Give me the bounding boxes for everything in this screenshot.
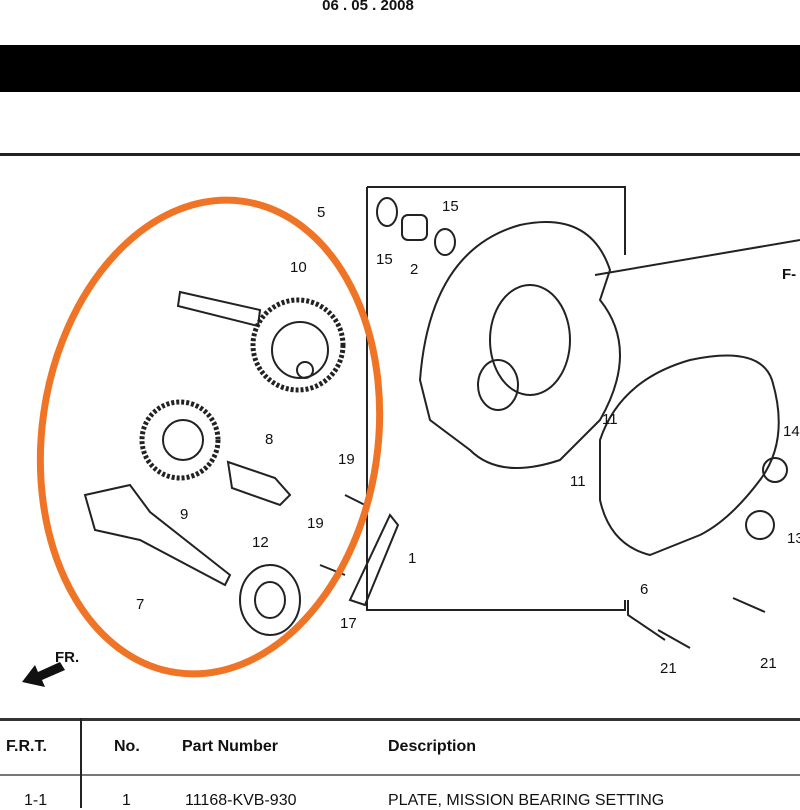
column-divider (80, 718, 82, 808)
column-header-description: Description (388, 738, 477, 755)
column-header-no: No. (114, 738, 140, 755)
callout: 21 (660, 660, 677, 677)
callout: 15 (442, 198, 459, 215)
callout: 7 (136, 596, 144, 613)
callout: 11 (570, 473, 586, 490)
parts-diagram: FR. 5 15 2 15 10 F- 11 11 14 13 8 19 19 … (22, 186, 800, 687)
header-bar (0, 45, 800, 92)
column-header-frt: F.R.T. (6, 738, 47, 755)
callout: 21 (760, 655, 777, 672)
callout: 6 (640, 581, 648, 598)
cell-frt: 1-1 (24, 792, 48, 809)
callout: 14 (783, 423, 800, 440)
callout: 13 (787, 530, 800, 547)
front-arrow-icon (22, 662, 65, 687)
callout: 19 (307, 515, 324, 532)
callout: 15 (376, 251, 393, 268)
cell-no: 1 (122, 792, 131, 809)
callout-labels: 5 15 2 15 10 F- 11 11 14 13 8 19 19 9 12… (136, 198, 800, 677)
table-top-border (0, 718, 800, 721)
callout: 19 (338, 451, 355, 468)
callout: 12 (252, 534, 269, 551)
header-border (0, 774, 800, 776)
callout: 2 (410, 261, 418, 278)
highlight-ellipse (36, 196, 384, 678)
cell-part-number: 11168-KVB-930 (185, 792, 297, 809)
parts-table: F.R.T. No. Part Number Description 1-1 1… (0, 718, 800, 809)
divider (0, 153, 800, 156)
crankcase-cover (418, 221, 621, 469)
callout: 1 (408, 550, 416, 567)
callout: 5 (317, 204, 325, 221)
callout: 9 (180, 506, 188, 523)
column-header-part-number: Part Number (182, 738, 279, 755)
gasket (599, 354, 780, 557)
callout: 17 (340, 615, 357, 632)
callout: 10 (290, 259, 307, 276)
direction-label: FR. (55, 649, 79, 666)
callout: 11 (602, 411, 618, 428)
callout: F- (782, 266, 796, 283)
cell-description: PLATE, MISSION BEARING SETTING (388, 792, 665, 809)
callout: 8 (265, 431, 273, 448)
document-date: 06 . 05 . 2008 (322, 0, 414, 14)
